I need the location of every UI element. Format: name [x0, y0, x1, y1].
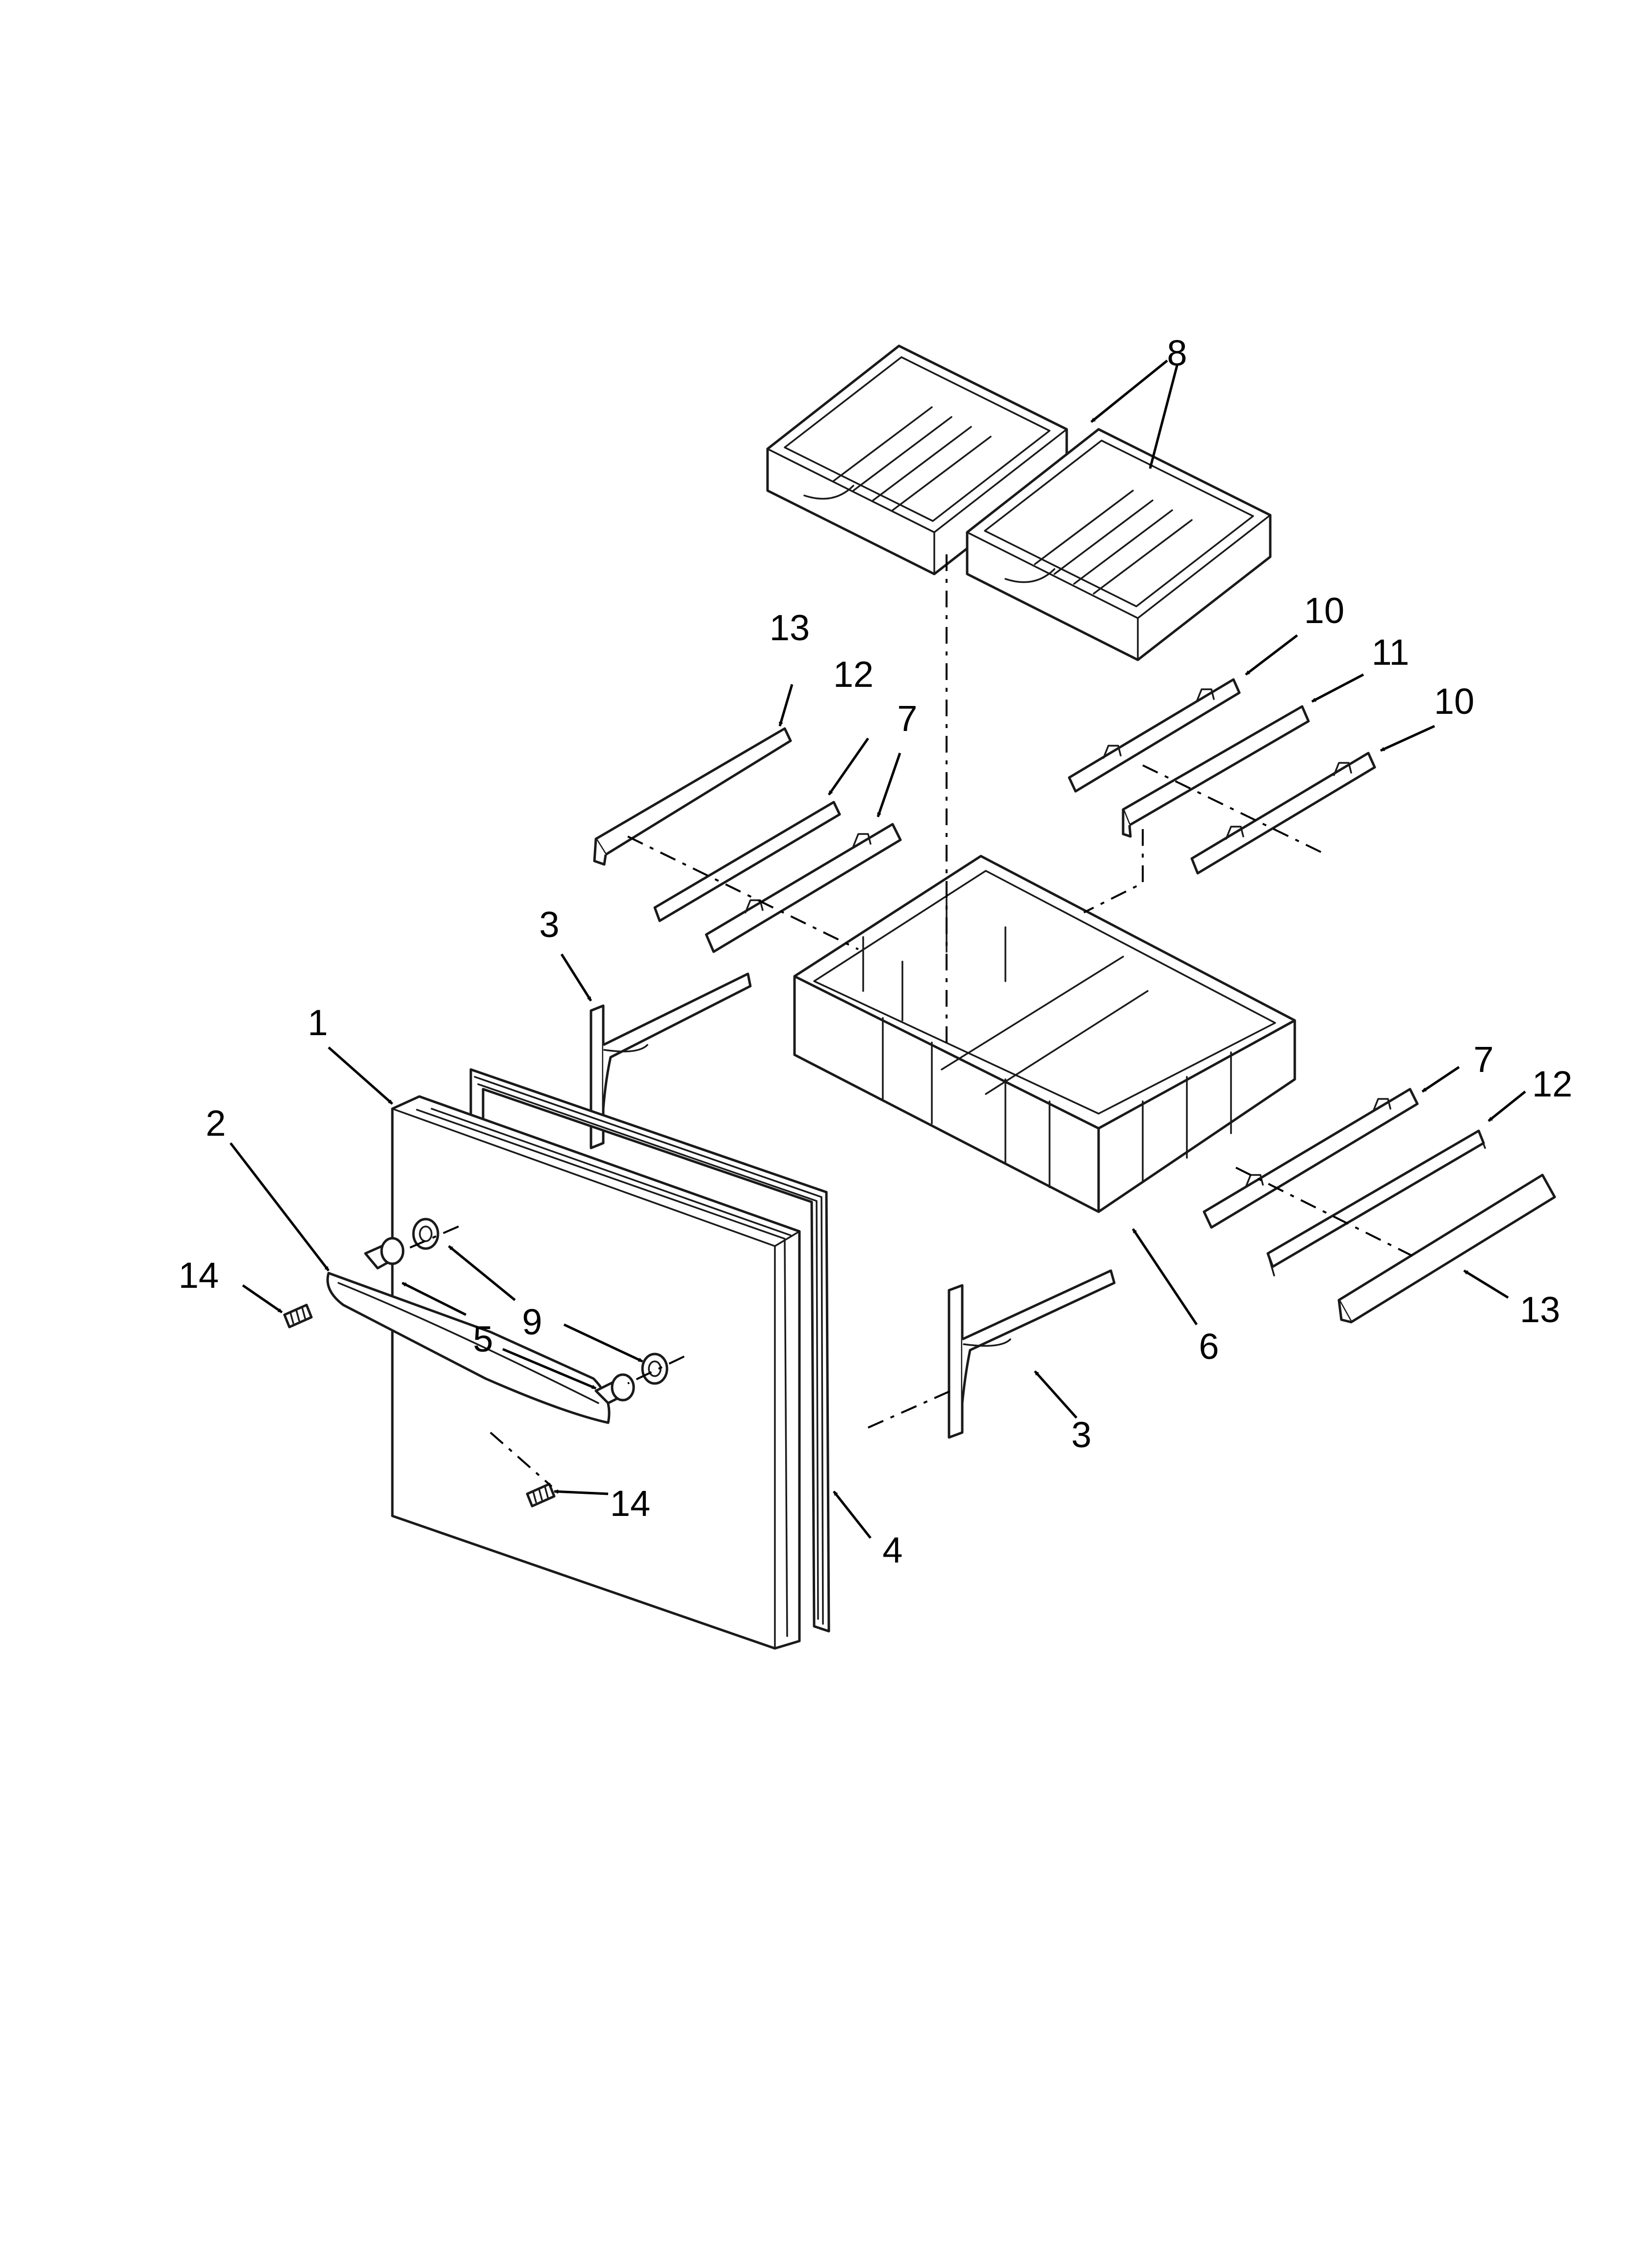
callout-14-bottom: 14	[610, 1483, 650, 1524]
grommet-upper	[412, 1218, 439, 1250]
callout-10-bottom: 10	[1434, 681, 1474, 722]
callout-12-top: 12	[833, 654, 873, 695]
callout-6: 6	[1199, 1326, 1219, 1367]
screw-bottom	[526, 1483, 556, 1508]
rail-cover-lower-right	[1337, 1173, 1556, 1324]
rail-bracket-right-top	[1068, 678, 1241, 793]
callout-7-bottom: 7	[1473, 1039, 1493, 1080]
handle-stud-lower	[594, 1373, 635, 1405]
callout-13-bottom: 13	[1520, 1289, 1560, 1330]
drawer-front	[391, 1095, 801, 1650]
grommet-lower	[641, 1353, 668, 1385]
callout-4: 4	[882, 1530, 902, 1570]
rail-left	[705, 823, 902, 953]
slide-rail-lower-right	[1266, 1129, 1486, 1277]
callout-11: 11	[1372, 632, 1410, 673]
callout-8: 8	[1167, 333, 1187, 373]
callout-5: 5	[473, 1319, 493, 1359]
center-rail-right	[1122, 705, 1310, 838]
callout-7-top: 7	[897, 698, 917, 739]
screw-left	[283, 1303, 313, 1329]
slide-rail-left	[653, 801, 841, 922]
rail-bracket-right-bottom	[1190, 752, 1376, 875]
support-bracket-right	[948, 1269, 1116, 1439]
door-handle	[326, 1272, 611, 1424]
rail-lower-right	[1203, 1088, 1419, 1229]
freezer-basket	[793, 855, 1296, 1213]
upper-basket-right	[966, 428, 1272, 661]
assembly-lines	[402, 554, 1413, 1487]
leader-lines	[230, 360, 1526, 1539]
callout-3-bottom: 3	[1071, 1414, 1091, 1455]
callout-14-left: 14	[179, 1255, 219, 1296]
callout-3-top: 3	[539, 904, 559, 945]
callout-12-bottom: 12	[1532, 1064, 1572, 1104]
rail-cover-left	[593, 727, 792, 866]
callout-13-top: 13	[770, 607, 810, 648]
callout-labels: 8 13 12 7 10 11 10 3 1 2 7 12 14 9 5 13 …	[179, 333, 1572, 1570]
handle-stud-upper	[364, 1237, 405, 1270]
callout-1: 1	[308, 1002, 328, 1043]
callout-9: 9	[522, 1302, 542, 1342]
callout-10-top: 10	[1304, 590, 1344, 631]
callout-2: 2	[205, 1103, 226, 1144]
